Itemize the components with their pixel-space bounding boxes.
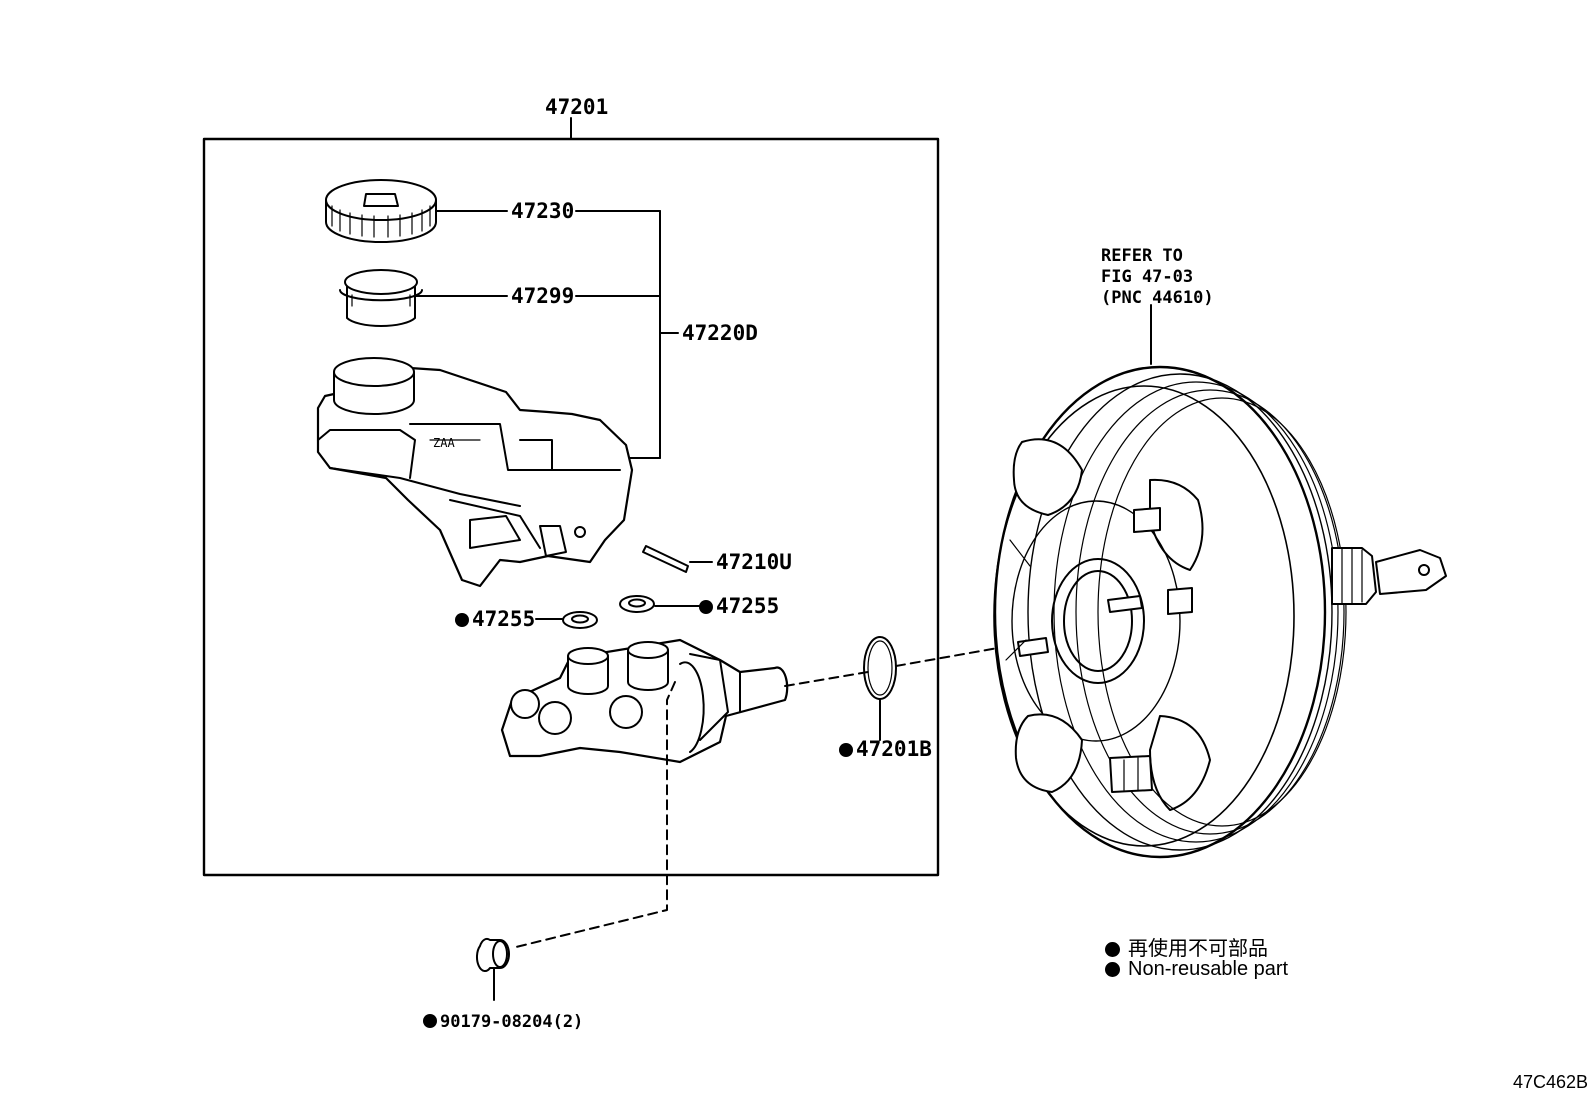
plug [475,937,510,1001]
grommets [535,595,700,629]
pin [642,545,713,573]
reservoir-bracket [413,210,679,459]
refer-note-line3: (PNC 44610) [1101,288,1214,308]
refer-note-line2: FIG 47-03 [1101,267,1194,287]
reservoir-mark: ZAA [433,436,455,450]
non-reusable-dot-icon [455,613,469,627]
non-reusable-dot-icon [699,600,713,614]
label-reservoir-set: 47220D [682,321,758,345]
reservoir-tank [316,357,634,588]
figure-code: 47C462B [1512,1072,1588,1092]
label-assembly: 47201 [545,95,609,119]
o-ring [863,636,897,741]
refer-note-line1: REFER TO [1101,246,1183,266]
brake-booster [993,304,1447,859]
label-grommet-left: 47255 [455,608,535,630]
reservoir-cap [325,179,437,243]
label-cap: 47230 [511,199,575,223]
reservoir-strainer [339,269,423,328]
legend-dot-icon [1105,942,1120,957]
label-strainer: 47299 [511,284,575,308]
label-grommet-right: 47255 [699,595,779,617]
master-cylinder [500,638,789,764]
non-reusable-dot-icon [423,1014,437,1028]
non-reusable-dot-icon [839,743,853,757]
label-plug: 90179-08204(2) [423,1012,583,1033]
legend-jp: 再使用不可部品 [1105,932,1268,961]
label-o-ring: 47201B [839,738,932,760]
label-pin: 47210U [716,550,792,574]
legend-dot-icon [1105,962,1120,977]
legend-en: Non-reusable part [1105,958,1288,981]
